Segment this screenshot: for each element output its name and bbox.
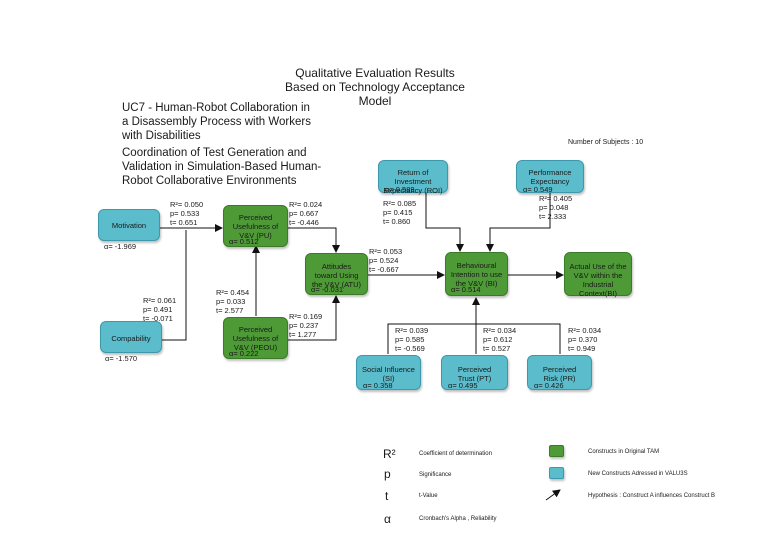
construct-perceived-risk: Perceived Risk (PR) α= 0.426	[527, 355, 592, 390]
construct-social-influence: Social Influence (SI) α= 0.358	[356, 355, 421, 390]
construct-roi: Return of Investment Expectancy (ROI) α=…	[378, 160, 448, 195]
arrow-pr-bi	[476, 323, 561, 354]
legend-r2-symbol: R²	[383, 447, 396, 461]
legend-blue-swatch	[549, 467, 564, 479]
arrow-pe-bi	[486, 193, 551, 252]
construct-motivation: Motivation α= -1.969	[98, 209, 160, 251]
legend-green-swatch	[549, 445, 564, 457]
number-of-subjects: Number of Subjects : 10	[568, 139, 644, 146]
usecase-title: UC7 - Human-Robot Collaboration in a Dis…	[122, 102, 311, 142]
legend-t-text: t-Value	[419, 493, 438, 499]
legend-arrow-sample	[545, 489, 561, 501]
arrow-pu-atu	[288, 227, 340, 253]
construct-atu: Attitudes toward Using the V&V (ATU) α= …	[305, 253, 368, 295]
construct-pu: Perceived Usefulness of V&V (PU) α= 0.51…	[223, 205, 288, 247]
legend-t-symbol: t	[385, 489, 389, 503]
legend-arrow-text: Hypothesis : Construct A influences Cons…	[588, 493, 716, 499]
usecase-description: Coordination of Test Generation and Vali…	[122, 147, 322, 187]
arrow-peou-atu	[288, 295, 340, 341]
construct-performance-expectancy: Performance Expectancy α= 0.549	[516, 160, 584, 194]
legend-alpha-text: Cronbach's Alpha , Reliability	[419, 516, 497, 522]
legend-alpha-symbol: α	[384, 512, 391, 526]
construct-peou: Perceived Usefulness of V&V (PEOU) α= 0.…	[223, 317, 288, 359]
legend-r2-text: Coefficient of determination	[419, 451, 492, 457]
arrow-roi-bi	[425, 193, 464, 252]
arrow-compability-pu	[162, 230, 187, 341]
legend-p-text: Significance	[419, 472, 452, 478]
legend-green-text: Constructs in Original TAM	[588, 449, 660, 455]
construct-perceived-trust: Perceived Trust (PT) α= 0.495	[441, 355, 508, 390]
arrow-si-bi	[387, 323, 476, 354]
construct-actual-use: Actual Use of the V&V within the Industr…	[564, 252, 632, 298]
construct-compability: Compability α= -1.570	[100, 321, 162, 363]
page-title: Qualitative Evaluation Results Based on …	[285, 66, 465, 108]
construct-bi: Behavioural Intention to use the V&V (BI…	[445, 252, 508, 296]
legend-p-symbol: p	[384, 467, 391, 481]
legend-blue-text: New Constructs Adressed in VALU3S	[588, 471, 688, 477]
